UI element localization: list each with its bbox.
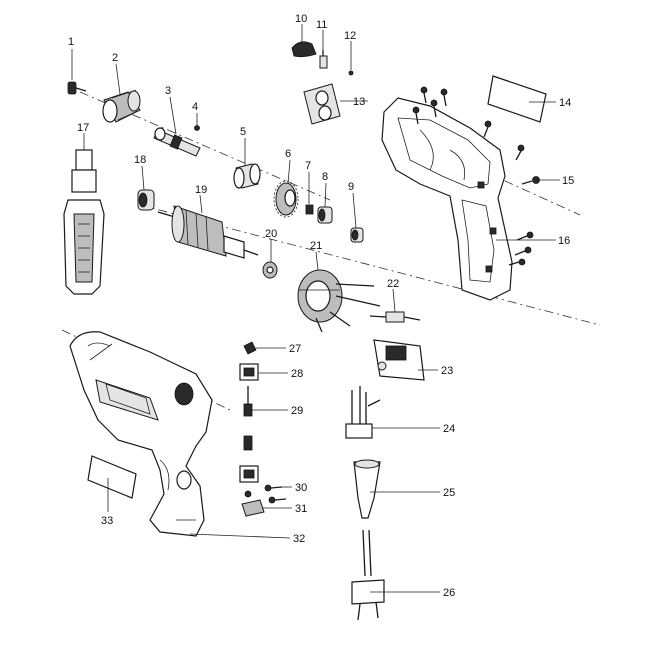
part-warning-label	[87, 455, 137, 499]
leader-lines	[71, 24, 560, 593]
part-stator	[297, 269, 381, 333]
callout-20: 20	[265, 228, 277, 240]
part-pin	[194, 125, 200, 131]
part-screw	[67, 81, 87, 95]
part-cord-guard	[353, 459, 381, 519]
part-steel-ball	[348, 70, 354, 76]
callout-1: 1	[68, 36, 74, 48]
part-brush-cap	[243, 341, 257, 355]
part-brush-bracket	[345, 386, 381, 439]
part-armature	[157, 205, 259, 259]
part-brush-cap-31	[241, 499, 265, 517]
callout-2: 2	[112, 52, 118, 64]
part-switch	[373, 339, 425, 381]
callout-6: 6	[285, 148, 291, 160]
part-housing-screws	[412, 86, 534, 266]
part-gearbox-plate	[303, 83, 341, 125]
part-power-cord	[351, 529, 385, 621]
callout-29: 29	[291, 405, 303, 417]
callout-13: 13	[353, 96, 365, 108]
callout-25: 25	[443, 487, 455, 499]
callout-labels: 1 2 3 4 5 6 7 8 9 10 11 12 13 14 15 16 1…	[68, 13, 574, 599]
callout-22: 22	[387, 278, 399, 290]
callout-23: 23	[441, 365, 453, 377]
part-housing-right	[381, 97, 513, 301]
part-side-handle	[63, 149, 105, 295]
part-gear	[273, 180, 299, 218]
part-spring-pin	[319, 50, 328, 69]
part-name-label	[487, 75, 547, 123]
callout-11: 11	[316, 19, 327, 31]
callout-4: 4	[192, 101, 198, 113]
callout-19: 19	[195, 184, 207, 196]
part-spindle	[153, 127, 201, 157]
callout-12: 12	[344, 30, 356, 42]
part-brush-holder-30	[239, 465, 287, 504]
part-bearing-sleeve	[233, 163, 261, 189]
part-brush-spring	[243, 435, 253, 451]
part-selector-knob	[291, 41, 317, 58]
callout-24: 24	[443, 423, 455, 435]
part-housing-left	[69, 331, 213, 537]
part-brush-holder-28	[239, 363, 259, 381]
part-chuck	[102, 89, 141, 123]
callout-3: 3	[165, 85, 171, 97]
callout-31: 31	[295, 503, 307, 515]
callout-17: 17	[77, 122, 89, 134]
part-brush-29	[243, 386, 253, 417]
callout-28: 28	[291, 368, 303, 380]
part-bearing-9	[350, 227, 364, 243]
callout-9: 9	[348, 181, 354, 193]
callout-8: 8	[322, 171, 328, 183]
part-rear-bearing	[262, 261, 278, 279]
callout-21: 21	[310, 240, 322, 252]
callout-30: 30	[295, 482, 307, 494]
callout-26: 26	[443, 587, 455, 599]
part-washer	[305, 204, 314, 215]
callout-5: 5	[240, 126, 246, 138]
callout-7: 7	[305, 160, 311, 172]
callout-32: 32	[293, 533, 305, 545]
callout-16: 16	[558, 235, 570, 247]
callout-18: 18	[134, 154, 146, 166]
part-bearing-8	[317, 206, 333, 224]
callout-15: 15	[562, 175, 574, 187]
part-front-bearing	[137, 189, 155, 211]
part-wire-connectors	[369, 311, 421, 323]
callout-27: 27	[289, 343, 301, 355]
callout-14: 14	[559, 97, 571, 109]
callout-33: 33	[101, 515, 113, 527]
callout-10: 10	[295, 13, 307, 25]
